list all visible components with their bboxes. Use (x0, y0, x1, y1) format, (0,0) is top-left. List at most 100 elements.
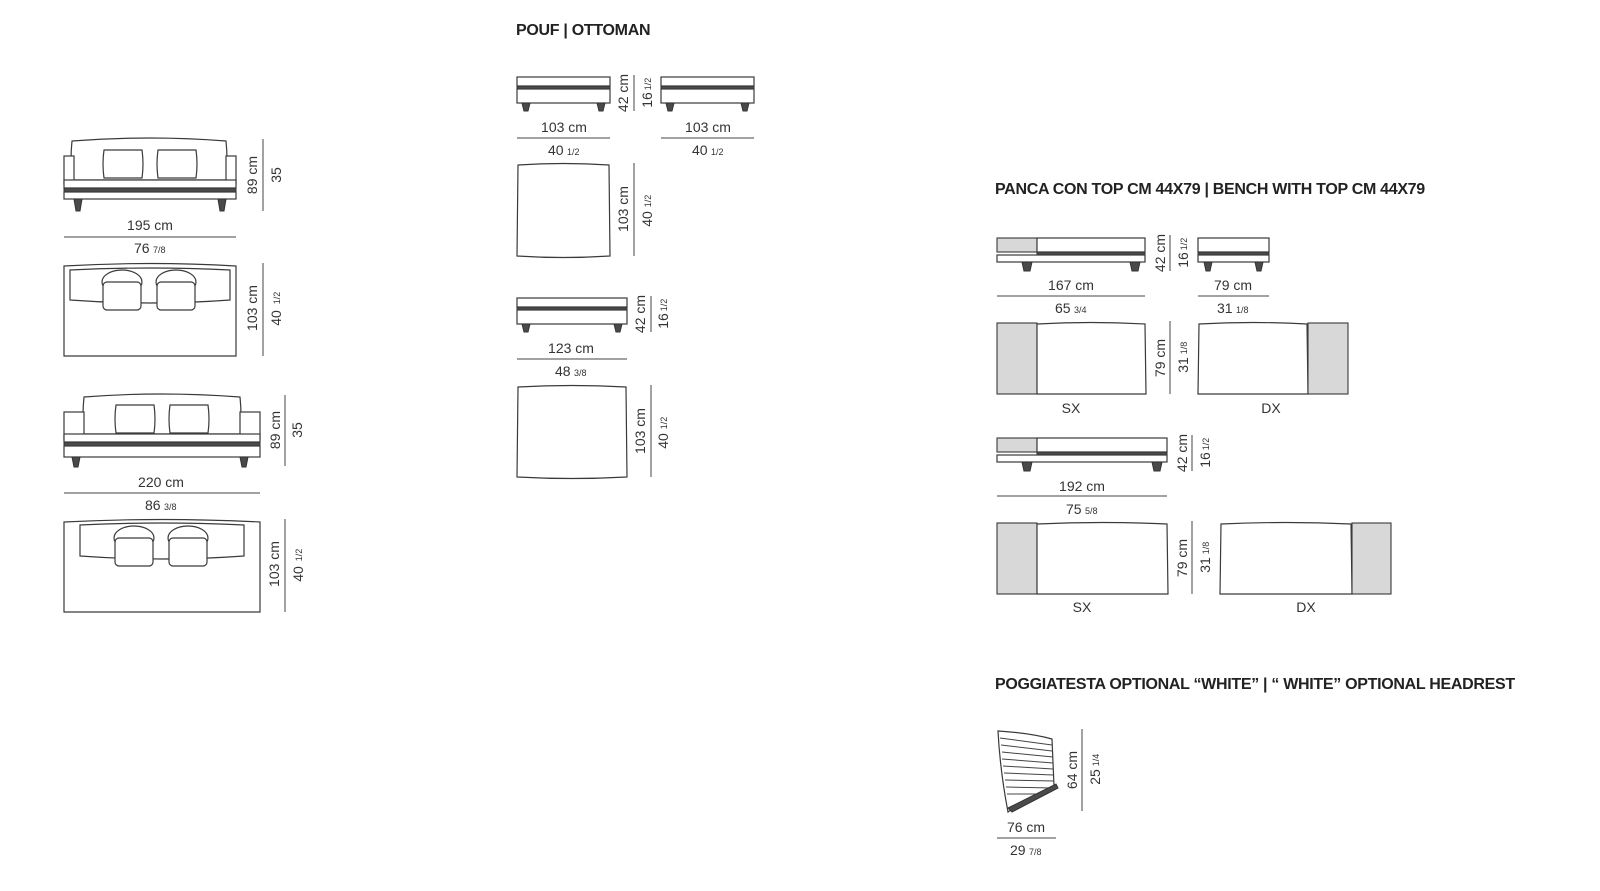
headrest-width-dim: 76 cm 29 7/8 (997, 819, 1056, 858)
ottoman-c-width-in: 48 (555, 363, 571, 379)
bench-167-sx-label: SX (1062, 400, 1081, 416)
headrest-width-in-frac: 7/8 (1029, 847, 1042, 857)
sofa-195-depth-dim: 103 cm 40 1/2 (244, 263, 284, 356)
bench-167-depth-dim: 79 cm 31 1/8 (1152, 321, 1191, 394)
ottoman-a-height-in: 16 (639, 92, 655, 108)
sofa-220-width-dim: 220 cm 86 3/8 (64, 474, 260, 513)
headrest-height-dim: 64 cm 25 1/4 (1064, 729, 1103, 811)
sofa-195-front-view (63, 137, 237, 212)
ottoman-c-depth-in-frac: 1/2 (659, 417, 669, 430)
sofa-195-depth-cm: 103 cm (244, 285, 260, 331)
bench-192-height-cm: 42 cm (1174, 434, 1190, 472)
headrest-width-cm: 76 cm (1007, 819, 1045, 835)
sofa-220-depth-in-frac: 1/2 (294, 549, 304, 562)
bench-167-top-view-dx: DX (1197, 321, 1349, 416)
bench-192-width-dim: 192 cm 75 5/8 (997, 478, 1167, 517)
sofa-220-front-view (63, 393, 261, 468)
sofa-220-width-cm: 220 cm (138, 474, 184, 490)
bench-192-width-in: 75 (1066, 501, 1082, 517)
ottoman-a-width-cm: 103 cm (541, 119, 587, 135)
ottoman-a-front-view (516, 76, 611, 112)
bench-79-width-in-frac: 1/8 (1236, 305, 1249, 315)
sofa-195-height-dim: 89 cm 35 (244, 139, 284, 211)
headrest-height-in-frac: 1/4 (1091, 754, 1101, 767)
bench-79-width-dim: 79 cm 31 1/8 (1198, 277, 1269, 316)
ottoman-b-width-in-frac: 1/2 (711, 147, 724, 157)
bench-167-height-in: 16 (1175, 252, 1191, 268)
ottoman-c-depth-in: 40 (655, 433, 671, 449)
bench-79-width-cm: 79 cm (1214, 277, 1252, 293)
headrest-height-cm: 64 cm (1064, 751, 1080, 789)
ottoman-b-width-in: 40 (692, 142, 708, 158)
bench-167-width-in-frac: 3/4 (1074, 305, 1087, 315)
ottoman-a-width-in-frac: 1/2 (567, 147, 580, 157)
bench-192-depth-cm: 79 cm (1174, 539, 1190, 577)
bench-192-front-view (996, 437, 1168, 472)
headrest-side-view (997, 730, 1059, 814)
bench-192-top-view-dx: DX (1219, 521, 1392, 615)
ottoman-b-depth-in-frac: 1/2 (643, 195, 653, 208)
ottoman-c-width-cm: 123 cm (548, 340, 594, 356)
ottoman-a-width-dim: 103 cm 40 1/2 (517, 119, 610, 158)
sofa-195-width-cm: 195 cm (127, 217, 173, 233)
ottoman-c-height-in: 16 (655, 313, 671, 329)
ottoman-c-top-view (516, 384, 628, 480)
sofa-195-top-view (63, 262, 237, 357)
ottoman-a-height-dim: 42 cm 16 1/2 (615, 74, 655, 112)
ottoman-c-height-cm: 42 cm (632, 295, 648, 333)
bench-167-height-cm: 42 cm (1152, 234, 1168, 272)
ottoman-b-width-cm: 103 cm (685, 119, 731, 135)
bench-192-depth-dim: 79 cm 31 1/8 (1174, 521, 1213, 594)
ottoman-b-depth-dim: 103 cm 40 1/2 (615, 163, 655, 256)
sofa-195-depth-in-frac: 1/2 (272, 292, 282, 305)
header-bench: PANCA CON TOP CM 44X79 | BENCH WITH TOP … (995, 181, 1425, 198)
bench-167-top-view-sx: SX (996, 321, 1147, 416)
bench-192-height-in-frac: 1/2 (1201, 438, 1211, 451)
bench-192-width-cm: 192 cm (1059, 478, 1105, 494)
bench-167-height-in-frac: 1/2 (1179, 238, 1189, 251)
headrest-height-in: 25 (1087, 769, 1103, 785)
bench-192-height-in: 16 (1197, 452, 1213, 468)
bench-167-height-dim: 42 cm 16 1/2 (1152, 234, 1191, 272)
sofa-220-height-dim: 89 cm 35 (267, 395, 305, 466)
bench-192-top-view-sx: SX (996, 521, 1169, 615)
sofa-220-depth-dim: 103 cm 40 1/2 (266, 519, 306, 612)
ottoman-c-depth-dim: 103 cm 40 1/2 (632, 385, 671, 477)
sofa-220-depth-cm: 103 cm (266, 541, 282, 587)
header-headrest: POGGIATESTA OPTIONAL “WHITE” | “ WHITE” … (995, 676, 1515, 693)
sofa-220-top-view (63, 518, 261, 613)
bench-167-width-dim: 167 cm 65 3/4 (997, 277, 1145, 316)
sofa-195-depth-in: 40 (268, 310, 284, 326)
sofa-220-height-in: 35 (289, 422, 305, 438)
ottoman-c-depth-cm: 103 cm (632, 408, 648, 454)
sofa-195-width-in: 76 (134, 240, 150, 256)
bench-79-front-view (1197, 237, 1270, 272)
header-ottoman: POUF | OTTOMAN (516, 22, 650, 39)
bench-167-front-view (996, 237, 1146, 272)
bench-167-width-in: 65 (1055, 300, 1071, 316)
sofa-195-width-dim: 195 cm 76 7/8 (64, 217, 236, 256)
ottoman-b-front-view (660, 76, 755, 112)
bench-167-dx-label: DX (1261, 400, 1281, 416)
bench-167-depth-in: 31 (1175, 357, 1191, 373)
ottoman-b-top-view (516, 162, 611, 259)
ottoman-a-height-in-frac: 1/2 (643, 78, 653, 91)
bench-167-depth-in-frac: 1/8 (1179, 342, 1189, 355)
bench-192-height-dim: 42 cm 16 1/2 (1174, 434, 1213, 472)
bench-192-depth-in-frac: 1/8 (1201, 542, 1211, 555)
ottoman-a-width-in: 40 (548, 142, 564, 158)
sofa-195-height-cm: 89 cm (244, 156, 260, 194)
ottoman-b-depth-in: 40 (639, 211, 655, 227)
ottoman-b-width-dim: 103 cm 40 1/2 (661, 119, 754, 158)
ottoman-c-width-in-frac: 3/8 (574, 368, 587, 378)
ottoman-a-height-cm: 42 cm (615, 74, 631, 112)
ottoman-c-height-in-frac: 1/2 (659, 299, 669, 312)
bench-167-depth-cm: 79 cm (1152, 339, 1168, 377)
sofa-220-height-cm: 89 cm (267, 411, 283, 449)
sofa-195-width-in-frac: 7/8 (153, 245, 166, 255)
sofa-195-height-in: 35 (268, 167, 284, 183)
bench-167-width-cm: 167 cm (1048, 277, 1094, 293)
bench-192-depth-in: 31 (1197, 557, 1213, 573)
headrest-width-in: 29 (1010, 842, 1026, 858)
